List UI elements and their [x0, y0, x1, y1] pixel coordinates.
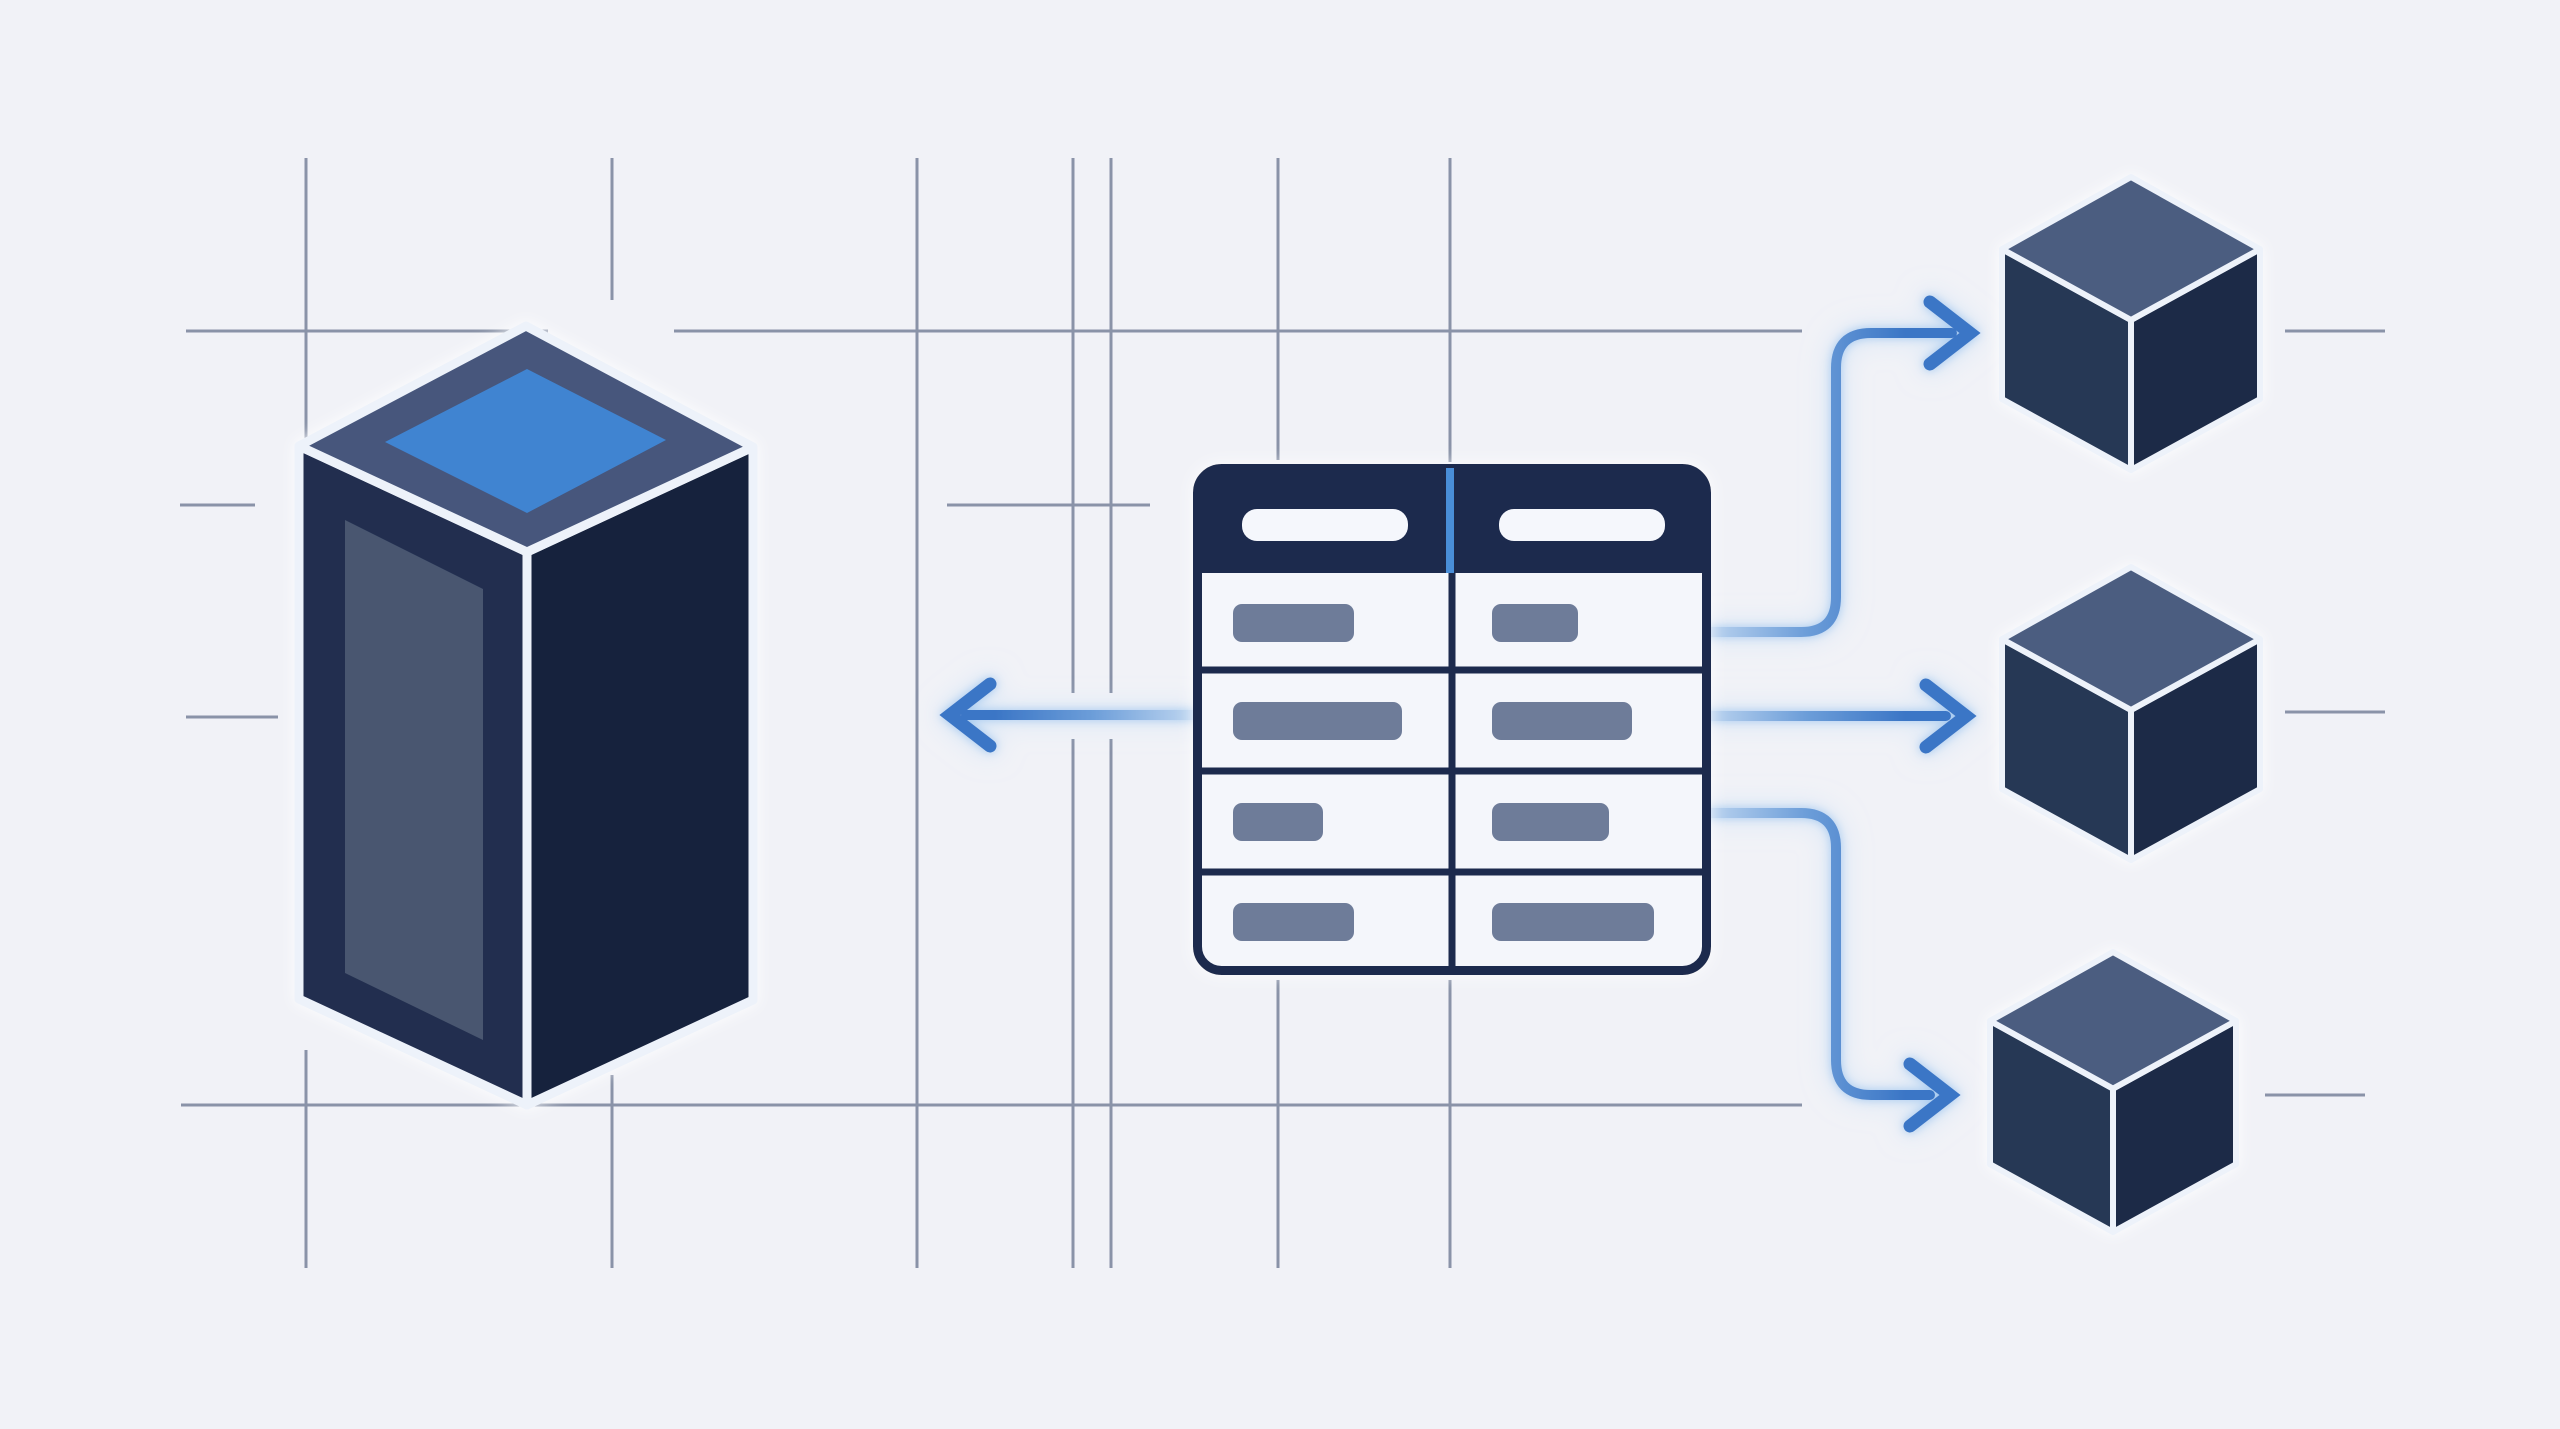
- table-header-pill-left: [1242, 509, 1408, 541]
- output-cube-top-top-face: [1999, 174, 2263, 323]
- blueprint-grid: [180, 158, 2385, 1268]
- table-cell-bar-row3-left: [1233, 803, 1323, 841]
- output-cube-middle: [1999, 564, 2263, 863]
- arrow-table-to-big-cube: [939, 677, 1198, 753]
- table-cell-bar-row1-right: [1492, 604, 1578, 642]
- table-header-pill-right: [1499, 509, 1665, 541]
- big-cube-right-face: [522, 442, 758, 1110]
- arrow-table-to-big-cube-head-icon: [939, 677, 997, 753]
- arrow-table-to-bottom-cube-head-icon: [1903, 1057, 1961, 1133]
- big-cube-top-inner-panel: [385, 369, 666, 513]
- output-cube-bottom-top-face: [1987, 949, 2239, 1092]
- table-header-blue-divider: [1446, 468, 1454, 573]
- source-cube: [294, 321, 758, 1110]
- arrow-table-to-top-cube-head-icon: [1923, 295, 1981, 371]
- table-cell-bar-row4-left: [1233, 903, 1354, 941]
- output-cube-bottom: [1987, 949, 2239, 1235]
- schema-table: [1193, 464, 1711, 975]
- arrow-table-to-middle-cube-head-icon: [1919, 678, 1977, 754]
- arrow-table-to-bottom-cube-shaft: [1700, 808, 1935, 1100]
- output-cubes: [1987, 174, 2263, 1235]
- big-cube-left-inner-panel: [345, 520, 483, 1040]
- arrow-table-to-bottom-cube: [1700, 808, 1961, 1133]
- output-cube-top: [1999, 174, 2263, 473]
- table-cell-bar-row4-right: [1492, 903, 1654, 941]
- output-cube-middle-top-face: [1999, 564, 2263, 713]
- table-cell-bar-row2-left: [1233, 702, 1402, 740]
- flow-arrows: [939, 295, 1981, 1133]
- arrow-table-to-top-cube-shaft: [1700, 328, 1957, 637]
- table-cell-bar-row1-left: [1233, 604, 1354, 642]
- table-cell-bar-row2-right: [1492, 702, 1632, 740]
- arrow-table-to-top-cube: [1700, 295, 1981, 637]
- table-cell-bar-row3-right: [1492, 803, 1609, 841]
- arrow-table-to-middle-cube: [1700, 678, 1977, 754]
